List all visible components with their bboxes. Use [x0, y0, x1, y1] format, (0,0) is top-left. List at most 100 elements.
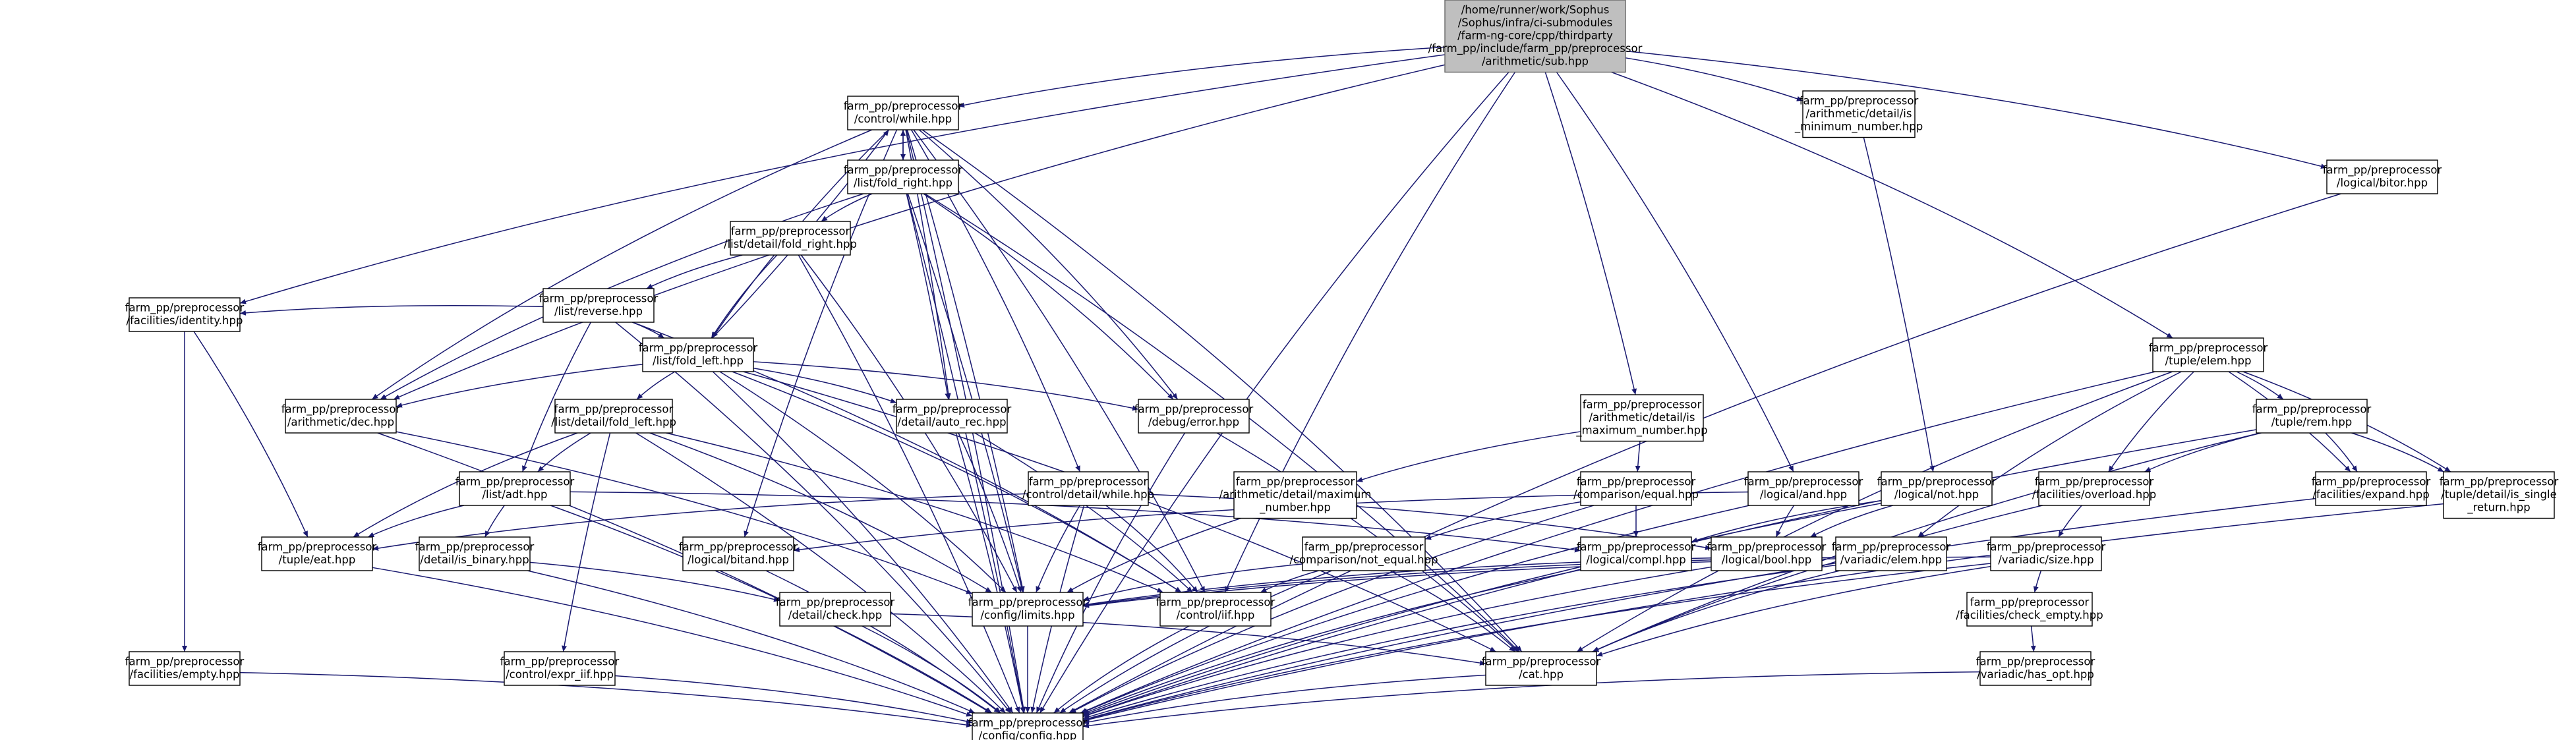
node-and[interactable]: farm_pp/preprocessor/logical/and.hpp: [1744, 471, 1863, 506]
node-label-line: /list/fold_right.hpp: [854, 177, 952, 190]
node-label-line: farm_pp/preprocessor: [776, 596, 895, 610]
edge-tuple-elem-to-config: [1080, 371, 2155, 714]
node-is-single[interactable]: farm_pp/preprocessor/tuple/detail/is_sin…: [2440, 471, 2559, 519]
edge-sub-to-identity: [239, 54, 1446, 304]
node-det-fold-right[interactable]: farm_pp/preprocessor/list/detail/fold_ri…: [724, 221, 857, 256]
edge-tuple-elem-to-var-elem: [1917, 371, 2182, 538]
node-is-max[interactable]: farm_pp/preprocessor/arithmetic/detail/i…: [1575, 394, 1708, 442]
node-overload[interactable]: farm_pp/preprocessor/facilities/overload…: [2032, 471, 2156, 506]
edge-det-while-to-iif: [1105, 505, 1198, 593]
edge-auto-rec-to-iif: [974, 432, 1193, 593]
node-label-line: /detail/check.hpp: [788, 609, 882, 621]
node-label-line: /detail/auto_rec.hpp: [897, 416, 1006, 429]
node-config[interactable]: farm_pp/preprocessor/config/config.hpp: [968, 712, 1088, 740]
node-expand[interactable]: farm_pp/preprocessor/facilities/expand.h…: [2312, 471, 2431, 506]
node-expr-iif[interactable]: farm_pp/preprocessor/control/expr_iif.hp…: [500, 651, 620, 686]
node-var-elem[interactable]: farm_pp/preprocessor/variadic/elem.hpp: [1832, 536, 1951, 571]
edge-overload-to-cat: [1593, 505, 2043, 652]
node-box: [129, 651, 241, 686]
node-det-while[interactable]: farm_pp/preprocessor/control/detail/whil…: [1022, 471, 1154, 506]
node-sub[interactable]: /home/runner/work/Sophus/Sophus/infra/ci…: [1428, 0, 1643, 73]
edge-fold-left-to-det-fold-left: [636, 371, 676, 400]
node-label-line: _minimum_number.hpp: [1794, 121, 1923, 134]
node-box: [1711, 536, 1823, 571]
node-tuple-elem[interactable]: farm_pp/preprocessor/tuple/elem.hpp: [2149, 337, 2268, 372]
node-compl[interactable]: farm_pp/preprocessor/logical/compl.hpp: [1577, 536, 1696, 571]
node-label-line: farm_pp/preprocessor: [1832, 541, 1951, 554]
node-eat[interactable]: farm_pp/preprocessor/tuple/eat.hpp: [258, 536, 377, 571]
node-det-fold-left[interactable]: farm_pp/preprocessor/list/detail/fold_le…: [551, 399, 676, 434]
edge-eat-to-config: [372, 567, 973, 717]
node-auto-rec[interactable]: farm_pp/preprocessor/detail/auto_rec.hpp: [893, 399, 1012, 434]
node-label-line: /arithmetic/detail/maximum: [1219, 488, 1372, 501]
edge-is-single-to-config: [1082, 503, 2444, 722]
edge-compl-to-config: [1082, 569, 1581, 714]
node-label-line: /facilities/overload.hpp: [2032, 488, 2156, 501]
edge-sub-to-and: [1556, 72, 1794, 472]
node-label-line: /control/iif.hpp: [1177, 609, 1255, 621]
node-check[interactable]: farm_pp/preprocessor/detail/check.hpp: [776, 592, 895, 627]
node-label-line: farm_pp/preprocessor: [679, 541, 798, 554]
node-label-line: /detail/is_binary.hpp: [420, 554, 529, 567]
edge-sub-to-dec: [393, 64, 1446, 400]
node-error[interactable]: farm_pp/preprocessor/debug/error.hpp: [1134, 399, 1254, 434]
node-label-line: farm_pp/preprocessor: [844, 100, 963, 113]
node-label-line: /list/adt.hpp: [482, 488, 547, 501]
edge-fold-left-to-config: [712, 371, 1014, 714]
node-box: [1159, 592, 1272, 627]
edge-fold-right-to-limits: [907, 193, 1024, 593]
node-bool[interactable]: farm_pp/preprocessor/logical/bool.hpp: [1707, 536, 1827, 571]
node-equal[interactable]: farm_pp/preprocessor/comparison/equal.hp…: [1573, 471, 1699, 506]
edge-check-empty-to-has-opt: [2030, 625, 2036, 652]
node-check-empty[interactable]: farm_pp/preprocessor/facilities/check_em…: [1956, 592, 2103, 627]
edge-sub-to-bitor: [1625, 50, 2327, 169]
node-has-opt[interactable]: farm_pp/preprocessor/variadic/has_opt.hp…: [1976, 651, 2095, 686]
edge-sub-to-tuple-elem: [1611, 71, 2173, 339]
node-det-max[interactable]: farm_pp/preprocessor/arithmetic/detail/m…: [1219, 471, 1372, 519]
edge-bitor-to-config: [1068, 193, 2341, 714]
edge-tuple-elem-to-tuple-rem: [2236, 371, 2284, 400]
node-box: [1747, 471, 1859, 506]
node-is-binary[interactable]: farm_pp/preprocessor/detail/is_binary.hp…: [415, 536, 535, 571]
edge-var-elem-to-config: [1082, 564, 1836, 720]
node-reverse[interactable]: farm_pp/preprocessor/list/reverse.hpp: [539, 288, 659, 323]
edge-det-fold-left-to-expr-iif: [562, 432, 611, 652]
node-limits[interactable]: farm_pp/preprocessor/config/limits.hpp: [968, 592, 1088, 627]
node-box: [1966, 592, 2093, 627]
node-not[interactable]: farm_pp/preprocessor/logical/not.hpp: [1877, 471, 1997, 506]
node-box: [459, 471, 571, 506]
node-dec[interactable]: farm_pp/preprocessor/arithmetic/dec.hpp: [281, 399, 401, 434]
node-cat[interactable]: farm_pp/preprocessor/cat.hpp: [1482, 651, 1601, 686]
node-while[interactable]: farm_pp/preprocessor/control/while.hpp: [844, 96, 963, 130]
node-box: [1580, 536, 1692, 571]
node-tuple-rem[interactable]: farm_pp/preprocessor/tuple/rem.hpp: [2252, 399, 2372, 434]
node-fold-left[interactable]: farm_pp/preprocessor/list/fold_left.hpp: [639, 337, 758, 372]
edge-var-size-to-config: [1082, 563, 1991, 722]
node-box: [1990, 536, 2102, 571]
node-label-line: farm_pp/preprocessor: [2312, 476, 2431, 489]
node-empty[interactable]: farm_pp/preprocessor/facilities/empty.hp…: [125, 651, 245, 686]
node-box: [129, 297, 241, 332]
node-not-equal[interactable]: farm_pp/preprocessor/comparison/not_equa…: [1289, 536, 1438, 571]
node-label-line: /arithmetic/detail/is: [1589, 411, 1695, 424]
edge-cat-to-config: [1082, 674, 1486, 725]
edge-bitand-to-config: [765, 570, 1001, 714]
node-label-line: /farm-ng-core/cpp/thirdparty: [1457, 30, 1613, 42]
node-label-line: farm_pp/preprocessor: [968, 717, 1088, 730]
edge-det-fold-right-to-fold-left: [711, 254, 778, 339]
edge-is-max-to-equal: [1635, 441, 1641, 472]
node-label-line: /list/detail/fold_right.hpp: [724, 238, 857, 251]
node-adt[interactable]: farm_pp/preprocessor/list/adt.hpp: [455, 471, 575, 506]
edge-not-equal-to-cat: [1390, 570, 1516, 652]
node-identity[interactable]: farm_pp/preprocessor/facilities/identity…: [125, 297, 245, 332]
edge-tuple-rem-to-cat: [1592, 432, 2261, 652]
node-var-size[interactable]: farm_pp/preprocessor/variadic/size.hpp: [1987, 536, 2106, 571]
node-box: [1028, 471, 1149, 506]
node-is-min[interactable]: farm_pp/preprocessor/arithmetic/detail/i…: [1794, 90, 1923, 138]
node-bitand[interactable]: farm_pp/preprocessor/logical/bitand.hpp: [679, 536, 798, 571]
node-box: [1302, 536, 1426, 571]
node-box: [847, 159, 959, 194]
node-fold-right[interactable]: farm_pp/preprocessor/list/fold_right.hpp: [844, 159, 963, 194]
node-iif[interactable]: farm_pp/preprocessor/control/iif.hpp: [1156, 592, 1275, 627]
node-bitor[interactable]: farm_pp/preprocessor/logical/bitor.hpp: [2323, 159, 2442, 194]
